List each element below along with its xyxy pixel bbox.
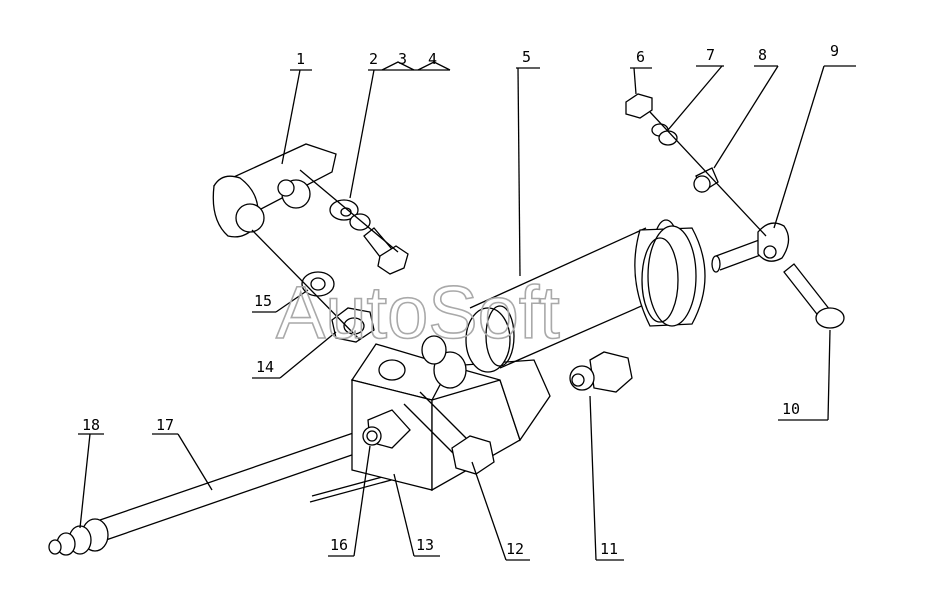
leader-lines bbox=[78, 61, 856, 561]
callout-13: 13 bbox=[416, 536, 434, 554]
callout-15: 15 bbox=[254, 292, 272, 310]
callout-labels: 1 2 3 4 5 6 7 8 9 10 11 12 13 16 14 15 1… bbox=[82, 42, 839, 558]
callout-7: 7 bbox=[706, 46, 715, 64]
callout-12: 12 bbox=[506, 540, 524, 558]
part-17-tube bbox=[99, 429, 373, 541]
part-6-nut bbox=[625, 93, 653, 119]
callout-10: 10 bbox=[782, 400, 800, 418]
part-5-cylinder bbox=[421, 219, 775, 389]
part-18-fitting bbox=[48, 518, 109, 556]
callout-3: 3 bbox=[398, 50, 407, 68]
callout-14: 14 bbox=[256, 358, 274, 376]
part-16-fitting bbox=[362, 409, 411, 449]
callout-11: 11 bbox=[600, 540, 618, 558]
part-11-fitting bbox=[569, 351, 633, 393]
part-9-clevis bbox=[757, 222, 790, 262]
callout-4: 4 bbox=[428, 50, 437, 68]
part-14-nut bbox=[331, 307, 375, 343]
callout-14-16: 16 bbox=[330, 536, 348, 554]
part-4-bolt bbox=[363, 227, 409, 275]
callout-9: 9 bbox=[830, 42, 839, 60]
callout-6: 6 bbox=[636, 48, 645, 66]
callout-5: 5 bbox=[522, 48, 531, 66]
part-8-bushing bbox=[693, 167, 719, 193]
part-1-bracket bbox=[212, 143, 337, 238]
callout-2: 2 bbox=[369, 50, 378, 68]
assembly-axis-lower bbox=[251, 229, 361, 341]
watermark-text: AutoSoft bbox=[276, 271, 560, 354]
part-10-bolt bbox=[783, 263, 845, 329]
callout-17: 17 bbox=[156, 416, 174, 434]
callout-8: 8 bbox=[758, 46, 767, 64]
callout-1: 1 bbox=[296, 50, 305, 68]
assembly-axis-left bbox=[299, 169, 399, 253]
part-3-nut bbox=[349, 213, 371, 231]
assembly-axis-right bbox=[649, 111, 767, 237]
callout-18: 18 bbox=[82, 416, 100, 434]
